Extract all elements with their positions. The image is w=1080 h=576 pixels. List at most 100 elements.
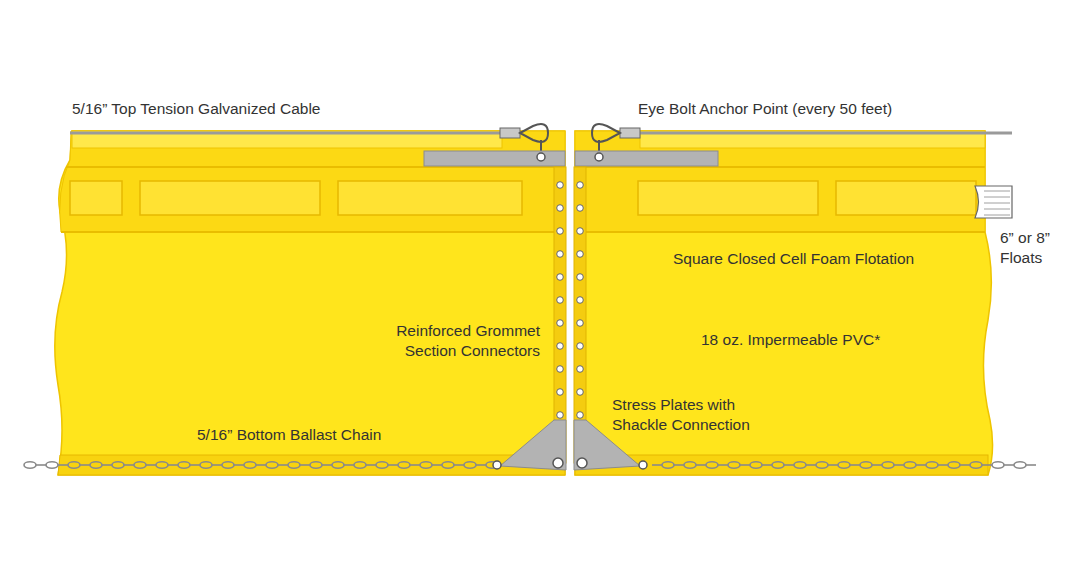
chain-link (718, 464, 728, 466)
float-pocket (638, 181, 818, 215)
chain-link (464, 462, 476, 468)
grommet (577, 389, 584, 396)
chain-link (288, 462, 300, 468)
chain-link (992, 462, 1004, 468)
grommet (557, 320, 564, 327)
chain-link (728, 462, 740, 468)
grommet (557, 274, 564, 281)
chain-link (882, 462, 894, 468)
eye-bolt (537, 153, 545, 161)
chain-link (134, 462, 146, 468)
part-label: Reinforced Grommet Section Connectors (372, 321, 540, 361)
part-label: Stress Plates with Shackle Connection (612, 395, 782, 435)
grommet (557, 389, 564, 396)
chain-link (960, 464, 970, 466)
chain-link (366, 464, 376, 466)
chain-link (278, 464, 288, 466)
chain-pocket (58, 455, 565, 475)
shackle (592, 124, 620, 142)
chain-link (200, 462, 212, 468)
top-cable (640, 132, 1012, 135)
chain-link (310, 462, 322, 468)
chain-link (344, 464, 354, 466)
chain-link (894, 464, 904, 466)
chain-link (662, 462, 674, 468)
chain-link (58, 464, 68, 466)
stress-plate (500, 420, 566, 470)
chain-link (762, 464, 772, 466)
chain-link (938, 464, 948, 466)
chain-link (90, 462, 102, 468)
chain-link (828, 464, 838, 466)
chain-link (982, 464, 992, 466)
chain-link (266, 462, 278, 468)
part-label: 6” or 8” Floats (1000, 228, 1070, 268)
float-pocket (836, 181, 976, 215)
chain-link (256, 464, 266, 466)
chain-link (168, 464, 178, 466)
part-label: Eye Bolt Anchor Point (every 50 feet) (638, 99, 892, 119)
grommet (577, 228, 584, 235)
float-pocket (70, 181, 122, 215)
curtain-panel (55, 131, 565, 475)
chain-link (36, 464, 46, 466)
chain-link (24, 462, 36, 468)
chain-link (1026, 464, 1036, 466)
chain-link (838, 462, 850, 468)
chain-link (46, 462, 58, 468)
chain-link (212, 464, 222, 466)
foam-texture (984, 209, 1010, 210)
part-label: 5/16” Bottom Ballast Chain (197, 425, 381, 445)
foam-texture (984, 197, 1010, 198)
foam-float (975, 186, 1012, 218)
grommet (577, 343, 584, 350)
chain-link (442, 462, 454, 468)
grommet (557, 251, 564, 258)
shackle-pin (639, 461, 647, 469)
float-pocket (140, 181, 320, 215)
chain-link (684, 462, 696, 468)
chain-link (476, 464, 486, 466)
chain-link (1014, 462, 1026, 468)
foam-texture (984, 203, 1010, 204)
grommet (557, 343, 564, 350)
chain-link (916, 464, 926, 466)
chain-link (750, 462, 762, 468)
part-label: 5/16” Top Tension Galvanized Cable (72, 99, 320, 119)
grommet (577, 297, 584, 304)
chain-link (222, 462, 234, 468)
chain-link (652, 464, 662, 466)
chain-link (948, 462, 960, 468)
float-seam (575, 231, 985, 233)
chain-link (332, 462, 344, 468)
grommet-strip (554, 167, 566, 463)
chain-link (816, 462, 828, 468)
cable-clamp (500, 128, 520, 138)
grommet (557, 205, 564, 212)
chain-link (926, 462, 938, 468)
grommet (577, 412, 584, 419)
chain-link (806, 464, 816, 466)
curtain-panel (575, 131, 993, 475)
float-pocket (338, 181, 522, 215)
float-band (575, 131, 985, 232)
chain-link (872, 464, 882, 466)
chain-link (398, 462, 410, 468)
grommet (577, 366, 584, 373)
chain-link (410, 464, 420, 466)
chain-link (860, 462, 872, 468)
grommet (577, 320, 584, 327)
grommet (557, 182, 564, 189)
chain-link (354, 462, 366, 468)
part-label: 18 oz. Impermeable PVC* (701, 330, 880, 350)
chain-link (772, 462, 784, 468)
chain-link (322, 464, 332, 466)
foam-texture (984, 215, 1010, 216)
eye-bolt (595, 153, 603, 161)
chain-link (904, 462, 916, 468)
top-plate (424, 151, 565, 166)
chain-link (674, 464, 684, 466)
chain-link (244, 462, 256, 468)
